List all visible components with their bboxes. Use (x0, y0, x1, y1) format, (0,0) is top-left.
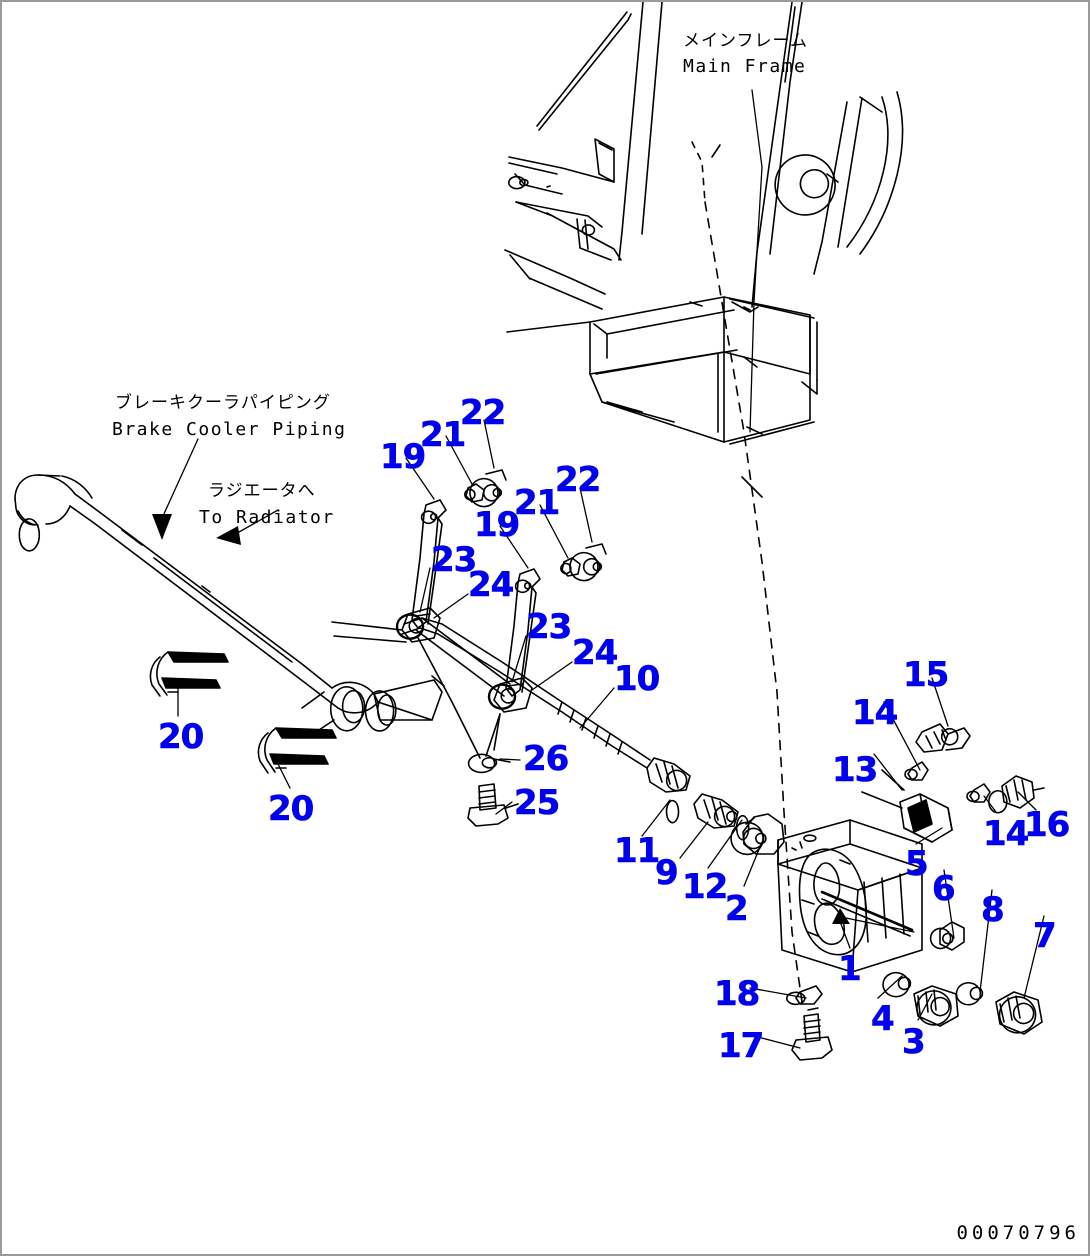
callout-14-a: 14 (852, 693, 899, 733)
callout-14-b: 14 (983, 814, 1030, 854)
hose-clamp-20-a (149, 651, 229, 697)
callout-21-a: 21 (420, 415, 467, 455)
to-radiator-label-jp: ラジエータへ (208, 481, 316, 501)
callout-19-a: 19 (380, 437, 427, 477)
callout-12: 12 (682, 867, 729, 907)
callout-24-b: 24 (572, 633, 619, 673)
callout-17: 17 (718, 1026, 765, 1066)
leader-lines (152, 89, 1045, 1049)
callout-4: 4 (871, 999, 895, 1039)
callout-21-b: 21 (514, 483, 561, 523)
callout-18: 18 (714, 974, 761, 1014)
callout-3: 3 (902, 1022, 926, 1062)
brake-cooler-piping-label-jp: ブレーキクーラパイピング (115, 393, 331, 413)
right-fasteners (786, 723, 1045, 1061)
main-frame-label-jp: メインフレーム (683, 31, 808, 51)
cooler-tube-assembly (331, 469, 651, 827)
callout-20-b: 20 (268, 789, 315, 829)
callout-7: 7 (1033, 916, 1057, 956)
callout-19-b: 19 (474, 505, 521, 545)
callout-6: 6 (932, 869, 956, 909)
callout-20-a: 20 (158, 717, 205, 757)
callout-1: 1 (838, 949, 862, 989)
hose-clamp-20-b (257, 727, 337, 774)
brake-cooler-piping-label-en: Brake Cooler Piping (112, 419, 347, 440)
callout-26: 26 (523, 739, 570, 779)
callout-22-b: 22 (555, 460, 602, 500)
callout-23-a: 23 (431, 540, 478, 580)
callout-15: 15 (903, 655, 950, 695)
callout-8: 8 (981, 890, 1005, 930)
main-frame-label-en: Main Frame (683, 56, 807, 77)
callout-10: 10 (614, 659, 661, 699)
main-frame-structure (504, 2, 904, 1003)
hose-fittings-group (646, 757, 785, 856)
valve-body-bracket (777, 769, 953, 973)
callout-16: 16 (1024, 805, 1071, 845)
brake-cooler-hose (14, 474, 445, 733)
callout-25: 25 (514, 783, 561, 823)
callout-22-a: 22 (460, 393, 507, 433)
callout-5: 5 (905, 844, 929, 884)
callout-9: 9 (655, 853, 679, 893)
callout-23-b: 23 (526, 607, 573, 647)
callout-13: 13 (832, 750, 879, 790)
callout-24-a: 24 (468, 565, 515, 605)
to-radiator-label-en: To Radiator (199, 507, 335, 528)
drawing-number: 00070796 (956, 1222, 1080, 1244)
callout-11: 11 (614, 831, 661, 871)
callout-2: 2 (725, 889, 749, 929)
